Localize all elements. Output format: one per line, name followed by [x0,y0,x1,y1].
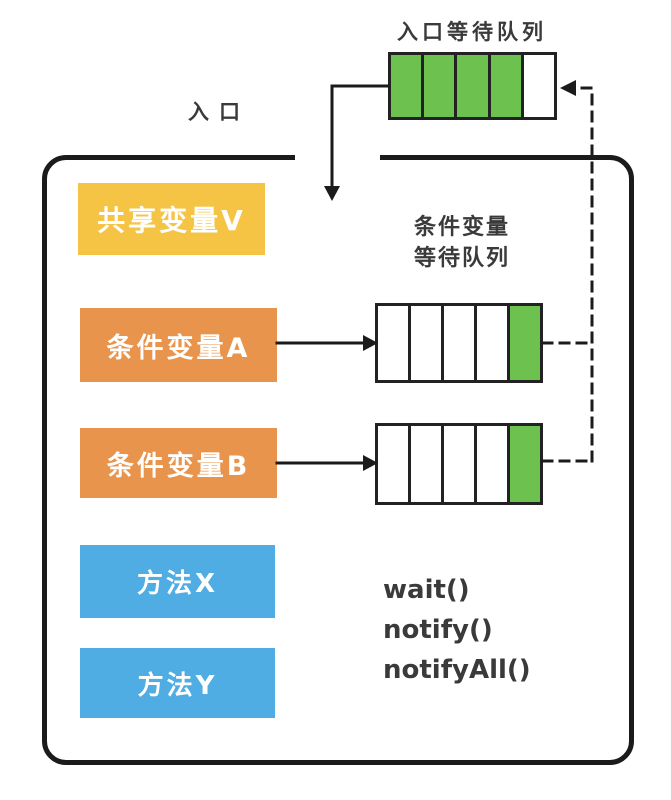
methods-list: wait() notify() notifyAll() [383,570,531,690]
condition-queue-label-line1: 条件变量 [413,215,510,240]
condition-queue-b [375,423,543,505]
method-wait-text: wait() [383,575,470,605]
condition-queue-label-line2: 等待队列 [413,246,510,271]
entry-queue-label: 入口等待队列 [397,20,547,44]
condition-queue-a [375,303,543,383]
queue-cell-empty [411,306,444,380]
queue-cell-filled [490,55,524,117]
shared-variable-box: 共享变量V [78,183,265,255]
monitor-top-border-gap [295,149,380,165]
queue-cell-empty [523,55,555,117]
condition-queue-label: 条件变量 等待队列 [392,212,532,274]
queue-cell-filled [457,55,491,117]
entry-label: 入口 [188,100,250,124]
queue-cell-filled [510,306,540,380]
queue-cell-empty [378,426,411,502]
queue-cell-empty [444,306,477,380]
queue-cell-filled [391,55,425,117]
queue-cell-filled [424,55,458,117]
queue-cell-empty [477,306,510,380]
entry-queue [388,52,557,120]
queue-cell-empty [378,306,411,380]
method-notifyall-text: notifyAll() [383,655,531,685]
queue-cell-empty [444,426,477,502]
queue-cell-empty [477,426,510,502]
method-x-box: 方法X [80,545,275,618]
condition-variable-b-box: 条件变量B [80,428,277,498]
method-y-box: 方法Y [80,648,275,718]
condition-variable-a-box: 条件变量A [80,308,277,382]
method-notify-text: notify() [383,615,493,645]
queue-cell-empty [411,426,444,502]
notify-arrowhead [560,80,576,96]
queue-cell-filled [510,426,540,502]
